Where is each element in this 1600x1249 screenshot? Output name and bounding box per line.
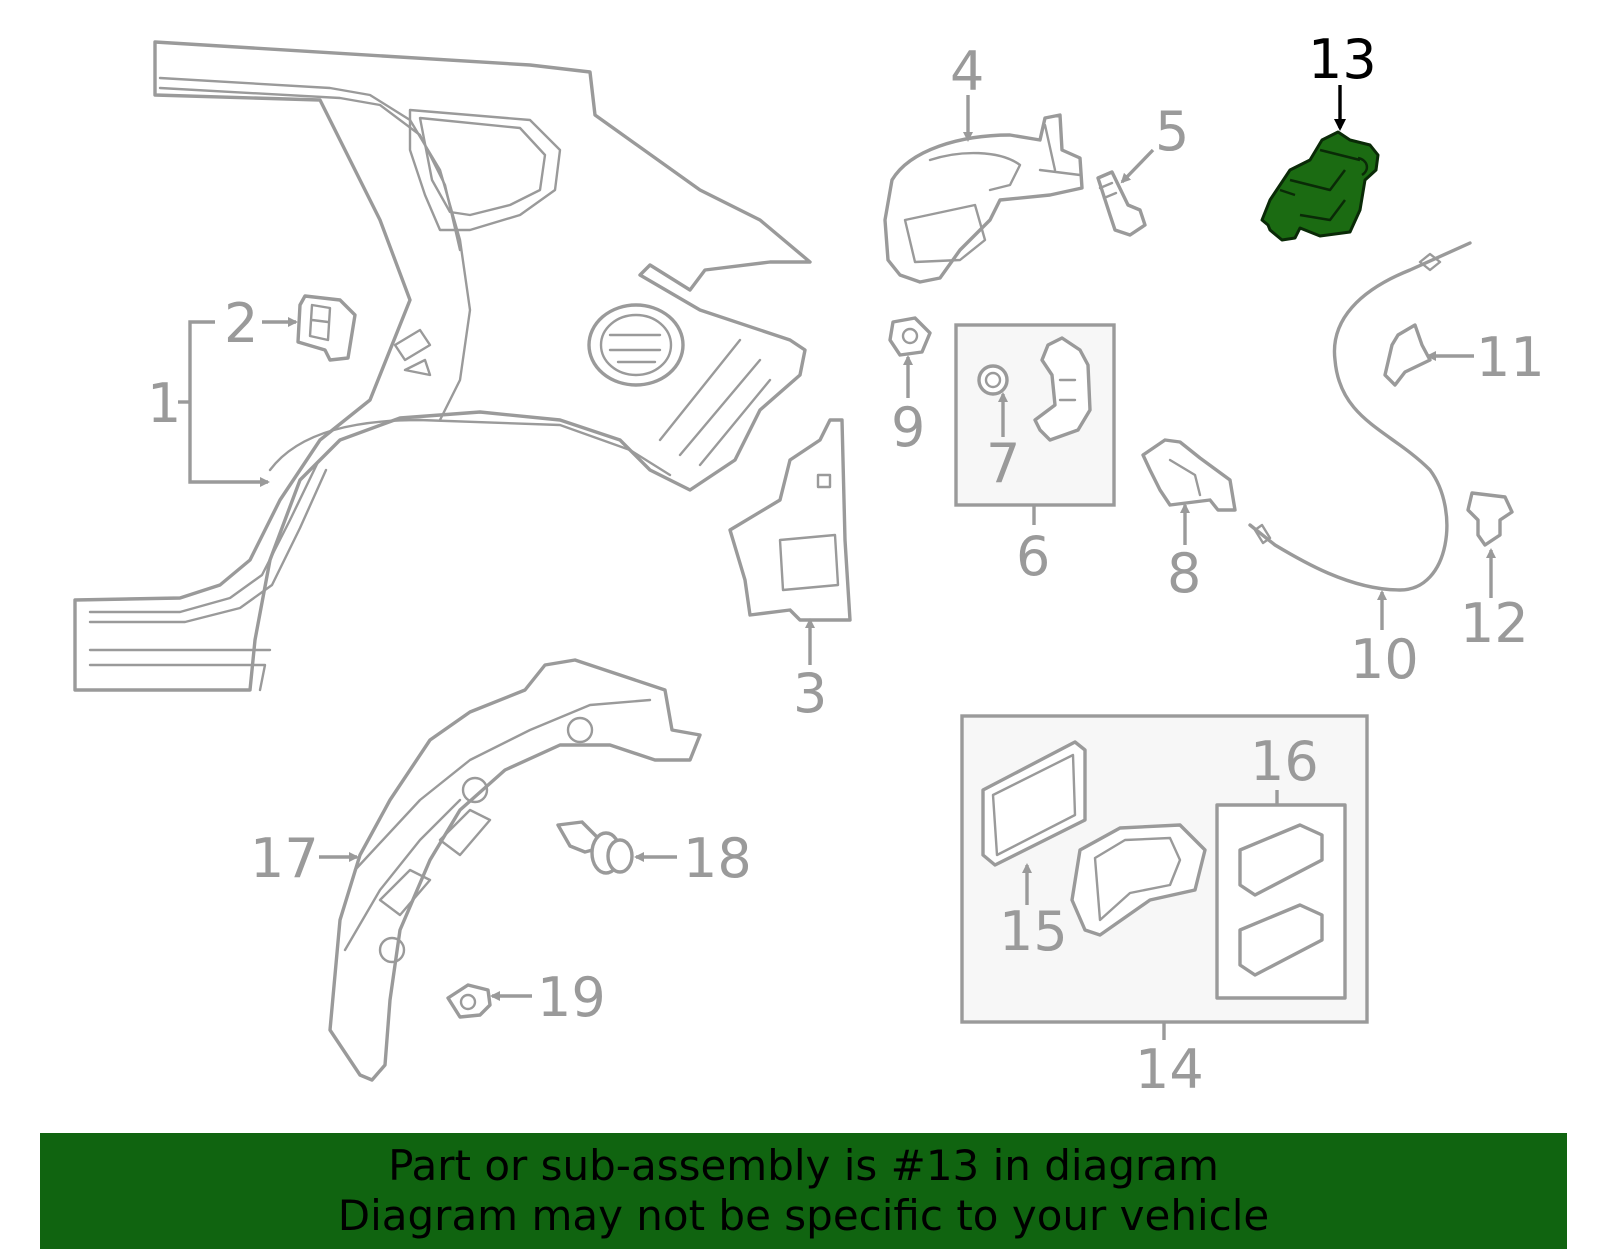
part-3-bracket <box>728 418 852 622</box>
callout-9: 9 <box>891 396 925 459</box>
callout-labels: 1 2 3 4 5 6 7 8 9 10 11 12 13 14 15 16 1… <box>147 28 1545 1101</box>
part-6-box <box>954 323 1116 507</box>
part-19-nut <box>446 983 492 1019</box>
banner-line-1: Part or sub-assembly is #13 in diagram <box>388 1141 1219 1190</box>
callout-1: 1 <box>147 372 181 435</box>
callout-8: 8 <box>1167 542 1201 605</box>
part-17-wheel-liner <box>328 658 702 1082</box>
banner-line-2: Diagram may not be specific to your vehi… <box>337 1191 1270 1240</box>
callout-2: 2 <box>224 292 258 355</box>
callout-11: 11 <box>1476 326 1545 389</box>
callout-7: 7 <box>986 432 1020 495</box>
part-10-cable <box>1248 241 1472 592</box>
part-5-bolt <box>1096 170 1147 237</box>
info-banner: Part or sub-assembly is #13 in diagram D… <box>40 1133 1567 1249</box>
part-18-push-clip <box>556 820 634 875</box>
part-2-clip <box>296 294 357 362</box>
part-12-grommet <box>1466 491 1514 547</box>
part-4-fuel-door-housing <box>883 113 1084 284</box>
part-13-actuator-highlighted <box>1260 130 1380 242</box>
callout-10: 10 <box>1350 628 1419 691</box>
callout-14: 14 <box>1135 1038 1204 1101</box>
part-9-nut <box>888 316 932 357</box>
leader-lines <box>178 85 1496 1040</box>
callout-15: 15 <box>999 900 1068 963</box>
part-8-latch <box>1141 438 1237 512</box>
part-1-quarter-panel <box>73 40 812 692</box>
callout-4: 4 <box>950 40 984 103</box>
callout-12: 12 <box>1460 592 1529 655</box>
parts-diagram: 1 2 3 4 5 6 7 8 9 10 11 12 13 14 15 16 1… <box>73 28 1545 1101</box>
callout-16: 16 <box>1250 730 1319 793</box>
callout-3: 3 <box>793 662 827 725</box>
part-11-clip <box>1383 323 1432 387</box>
callout-18: 18 <box>683 827 752 890</box>
callout-17: 17 <box>250 827 319 890</box>
callout-5: 5 <box>1155 100 1189 163</box>
callout-6: 6 <box>1016 525 1050 588</box>
callout-13: 13 <box>1308 28 1377 91</box>
callout-19: 19 <box>537 966 606 1029</box>
part-14-box <box>960 714 1369 1024</box>
